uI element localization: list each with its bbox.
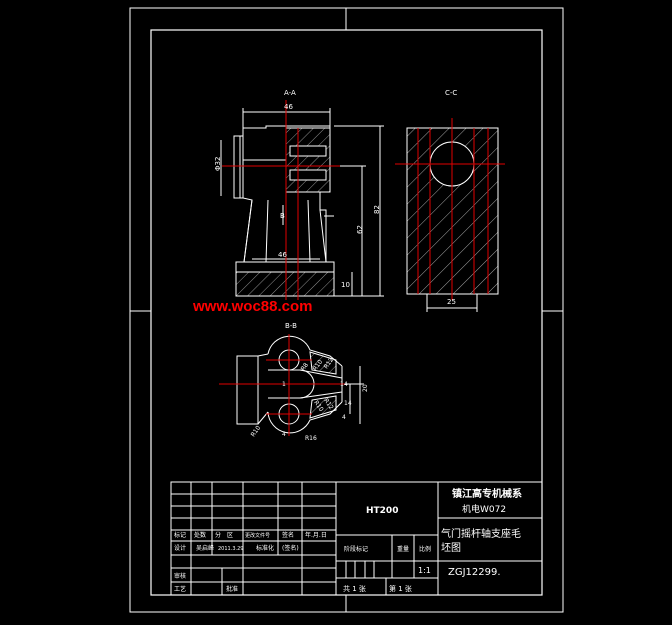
dim-v2: 14 (340, 381, 348, 388)
school-line1: 镇江高专机械系 (452, 487, 522, 500)
school-line2: 机电W072 (462, 503, 506, 515)
dim-v4: 20 (362, 384, 369, 392)
sheet-number: 第 1 张 (389, 584, 412, 593)
hdr-mark: 标记 (174, 531, 186, 539)
dim-tiny1: 1 (282, 381, 286, 388)
ratio-label: 比例 (419, 545, 431, 553)
dim-height-total: 82 (373, 205, 381, 214)
scale-value: 1:1 (418, 566, 431, 575)
approve-label: 批准 (226, 585, 238, 593)
dim-height-inner: 62 (356, 225, 364, 234)
drawing-number: ZGJ12299. (448, 567, 501, 578)
hdr-count: 处数 (194, 531, 206, 539)
title-block-grid (170, 481, 543, 596)
design-date: 2011.3.29 (218, 546, 243, 552)
stage-mark: 阶段标记 (344, 545, 368, 553)
watermark-text: www.woc88.com (192, 298, 312, 315)
dim-diameter: Φ32 (214, 157, 222, 171)
sheets-total: 共 1 张 (343, 584, 366, 593)
dim-mid-width: 46 (278, 251, 287, 259)
designer-name: 吴启峰 (196, 544, 214, 552)
mark-b: B (280, 212, 285, 220)
material-text: HT200 (366, 506, 398, 516)
hdr-zone: 分 区 (215, 531, 233, 539)
view-b-label: B-B (285, 322, 297, 330)
hdr-sign: 签名 (282, 531, 294, 539)
section-a-a-centerlines (222, 100, 340, 300)
part-name-line1: 气门摇杆轴支座毛 (441, 527, 521, 540)
dim-r1: R8 (300, 362, 310, 373)
dim-r6: R10 (250, 424, 263, 438)
dim-section-width: 25 (447, 298, 456, 306)
dim-width-top: 46 (284, 103, 293, 111)
dim-tiny2: 4 (282, 431, 286, 438)
section-a-label: A-A (284, 89, 296, 97)
row-design: 设计 (174, 544, 186, 552)
section-c-c-centerlines (395, 118, 505, 300)
dim-bottom: R16 (305, 435, 317, 442)
hdr-date: 年.月.日 (305, 531, 327, 539)
std-label: 标准化 (256, 544, 274, 552)
weight-label: 重量 (397, 545, 409, 553)
view-b-b-centerlines (219, 334, 345, 436)
process-label: 工艺 (174, 585, 186, 593)
review-label: 审核 (174, 572, 186, 580)
dim-v3: 4 (342, 414, 346, 421)
section-c-label: C-C (445, 89, 457, 97)
dim-v1: 14 (344, 400, 352, 407)
dim-base-height: 10 (341, 281, 350, 289)
part-name-line2: 坯图 (441, 542, 461, 554)
std-sign: (签名) (282, 544, 299, 552)
hdr-change: 更改文件号 (245, 532, 270, 539)
section-a-a-view (220, 108, 384, 297)
